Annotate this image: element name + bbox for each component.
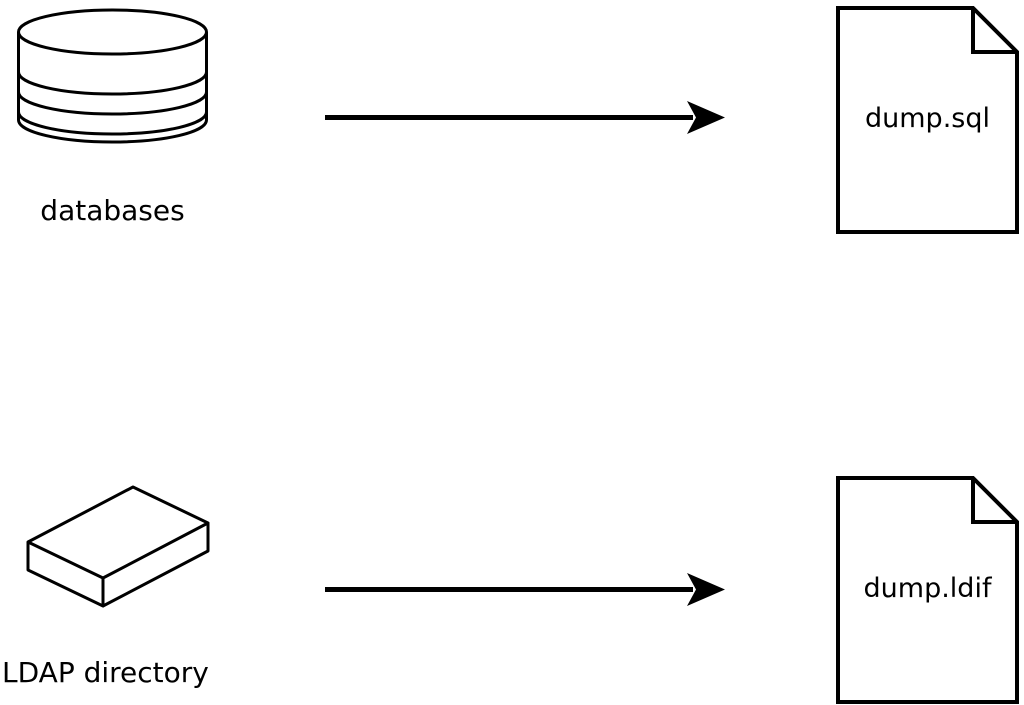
document-icon-ldif: dump.ldif <box>835 475 1020 705</box>
arrow-right-icon <box>325 572 725 607</box>
database-cylinder-icon <box>15 5 210 145</box>
box-icon <box>20 483 215 613</box>
source-label-databases: databases <box>40 194 185 227</box>
file-name-ldif: dump.ldif <box>863 573 992 604</box>
source-label-ldap-directory: LDAP directory <box>2 656 209 689</box>
document-icon-sql: dump.sql <box>835 5 1020 235</box>
arrow-right-icon <box>325 100 725 135</box>
file-name-sql: dump.sql <box>865 103 990 134</box>
